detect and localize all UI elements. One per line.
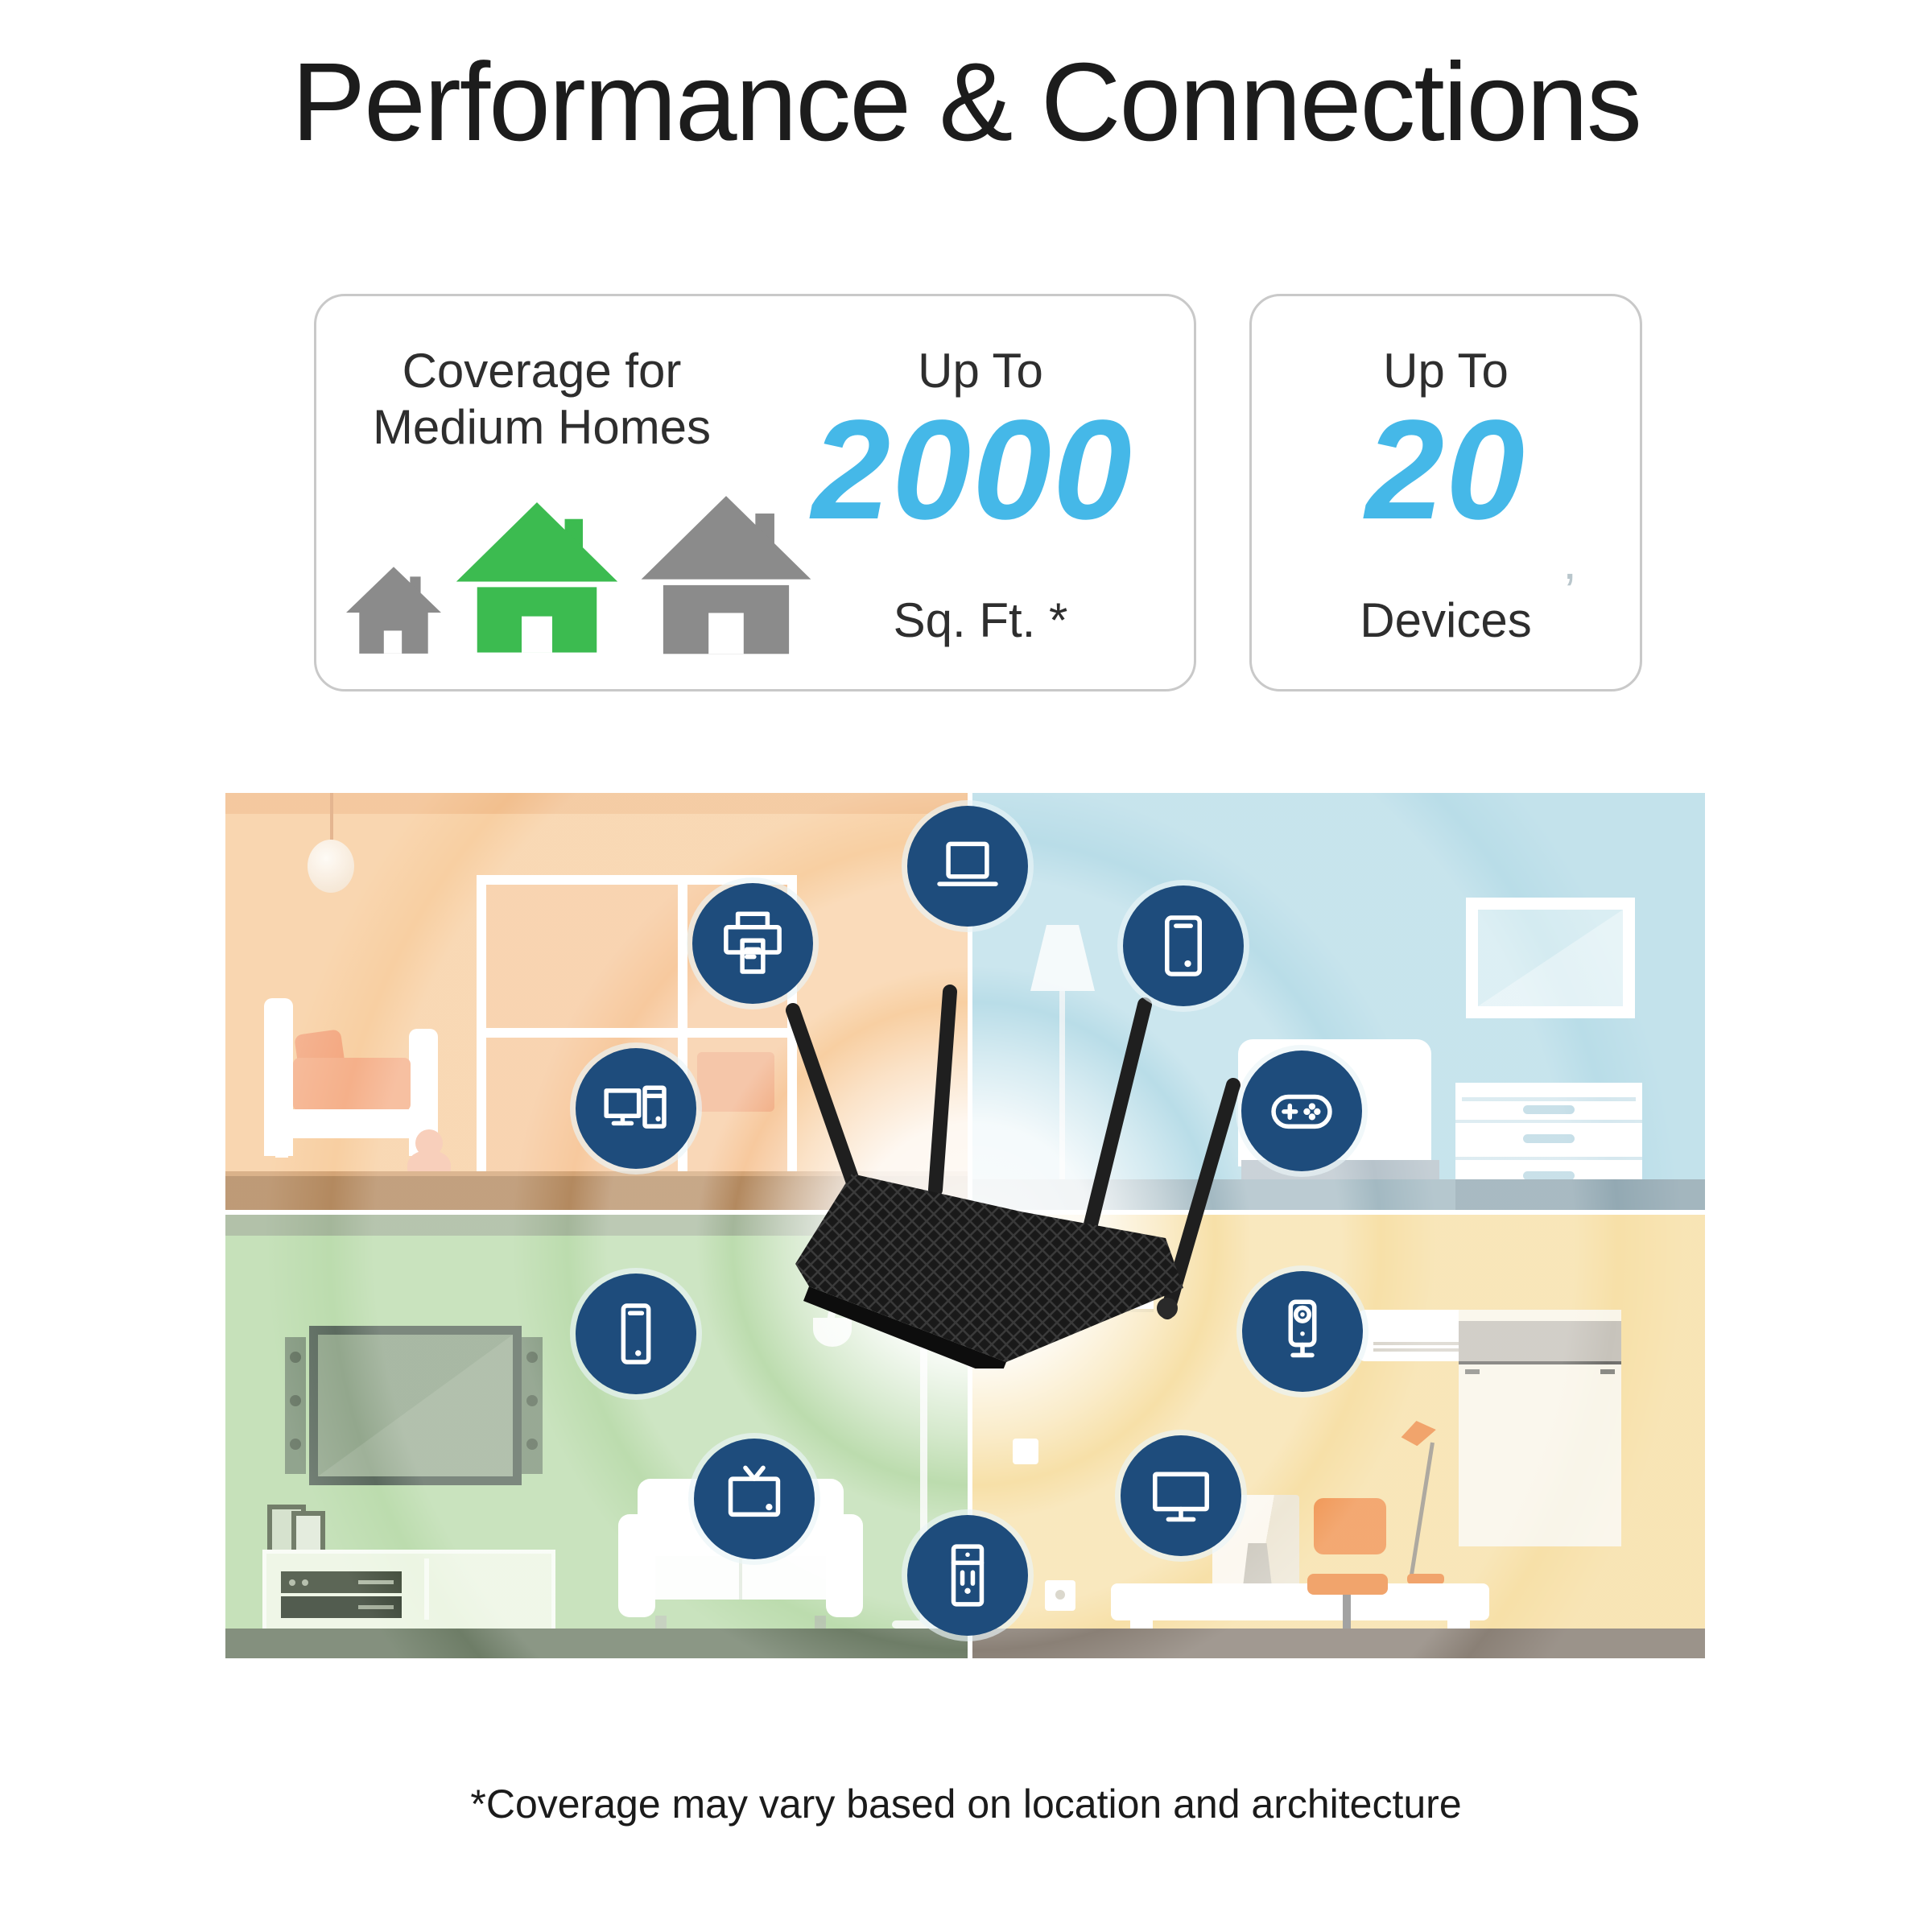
coverage-heading-line2: Medium Homes — [372, 400, 712, 454]
router-antenna — [928, 985, 957, 1197]
large-house-icon — [641, 496, 811, 654]
router-antenna — [1083, 997, 1152, 1235]
page-title: Performance & Connections — [291, 40, 1642, 164]
coverage-value: 2000 — [811, 391, 1133, 549]
house-size-icons — [341, 441, 856, 657]
desk — [1111, 1583, 1489, 1620]
floor — [972, 1629, 1705, 1658]
medium-house-icon — [456, 502, 618, 653]
monitor-icon — [1153, 1472, 1209, 1522]
house-door — [522, 616, 552, 653]
smart-plug-icon — [951, 1544, 985, 1607]
floor — [225, 1629, 968, 1658]
devices-value: 20 — [1365, 391, 1526, 549]
house-door — [708, 613, 744, 654]
footnote: *Coverage may vary based on location and… — [470, 1781, 1462, 1827]
sofa-arm — [618, 1514, 655, 1617]
floor-lamp-shade — [1030, 925, 1095, 991]
game-controller-icon — [1271, 1094, 1332, 1129]
smartphone-icon — [621, 1303, 651, 1364]
chair-stem — [1343, 1595, 1351, 1630]
devices-up-to-label: Up To — [1383, 344, 1509, 398]
coverage-card: Coverage for Medium Homes — [314, 294, 1196, 691]
wall-picture — [1466, 898, 1635, 1018]
ceiling-band — [225, 793, 968, 814]
small-house-icon — [346, 567, 441, 654]
smartphone-badge — [576, 1274, 696, 1394]
television-badge — [694, 1439, 815, 1559]
desktop-computer-badge — [576, 1048, 696, 1169]
printer-badge — [692, 883, 813, 1004]
photo-frames — [267, 1500, 332, 1559]
laptop-badge — [907, 806, 1028, 927]
router-body — [795, 1174, 1183, 1362]
drawer-handle — [1523, 1134, 1575, 1143]
speaker-right — [522, 1337, 543, 1474]
chair-seat — [1307, 1574, 1388, 1595]
laptop-icon — [937, 841, 998, 886]
dresser — [1455, 1083, 1642, 1195]
television-icon — [728, 1465, 781, 1517]
blanket — [293, 1058, 411, 1111]
media-player — [281, 1596, 402, 1618]
devices-card: Up To 20 ’ Devices — [1249, 294, 1642, 691]
drawer-handle — [1523, 1105, 1575, 1114]
tv-glare — [318, 1335, 513, 1476]
devices-unit-label: Devices — [1360, 593, 1532, 647]
smart-plug-badge — [907, 1515, 1028, 1636]
router-antenna — [786, 1003, 862, 1195]
speaker-left — [285, 1337, 306, 1474]
wall-outlet — [1013, 1439, 1038, 1464]
house-door — [383, 630, 402, 654]
security-camera-icon — [1288, 1299, 1317, 1358]
monitor-badge — [1121, 1435, 1241, 1556]
wall-tv — [309, 1326, 522, 1485]
wireless-router — [786, 985, 1241, 1368]
coverage-heading-line1: Coverage for — [402, 344, 682, 398]
chair-back — [1314, 1498, 1386, 1554]
desktop-computer-icon — [604, 1085, 667, 1129]
bed-leg — [275, 1138, 288, 1158]
wall-outlet — [1045, 1580, 1075, 1611]
picture-glare — [1478, 910, 1623, 1006]
stray-mark: ’ — [1564, 563, 1576, 621]
coverage-up-to-label: Up To — [918, 344, 1043, 398]
pendant-lamp — [308, 840, 354, 893]
game-controller-badge — [1241, 1051, 1362, 1171]
security-camera-badge — [1242, 1271, 1363, 1392]
media-player — [281, 1571, 402, 1593]
floor-shadow — [1455, 1179, 1705, 1210]
tablet-badge — [1123, 886, 1244, 1006]
antenna-hinge — [1157, 1298, 1178, 1319]
media-console — [262, 1550, 555, 1635]
home-illustration — [225, 793, 1715, 1658]
desk-lamp-arm — [1410, 1442, 1435, 1575]
pendant-cord — [330, 793, 333, 843]
tablet-icon — [1165, 915, 1202, 976]
coverage-unit-label: Sq. Ft. * — [893, 593, 1068, 647]
window-blind — [1459, 1310, 1621, 1546]
printer-icon — [724, 911, 782, 974]
